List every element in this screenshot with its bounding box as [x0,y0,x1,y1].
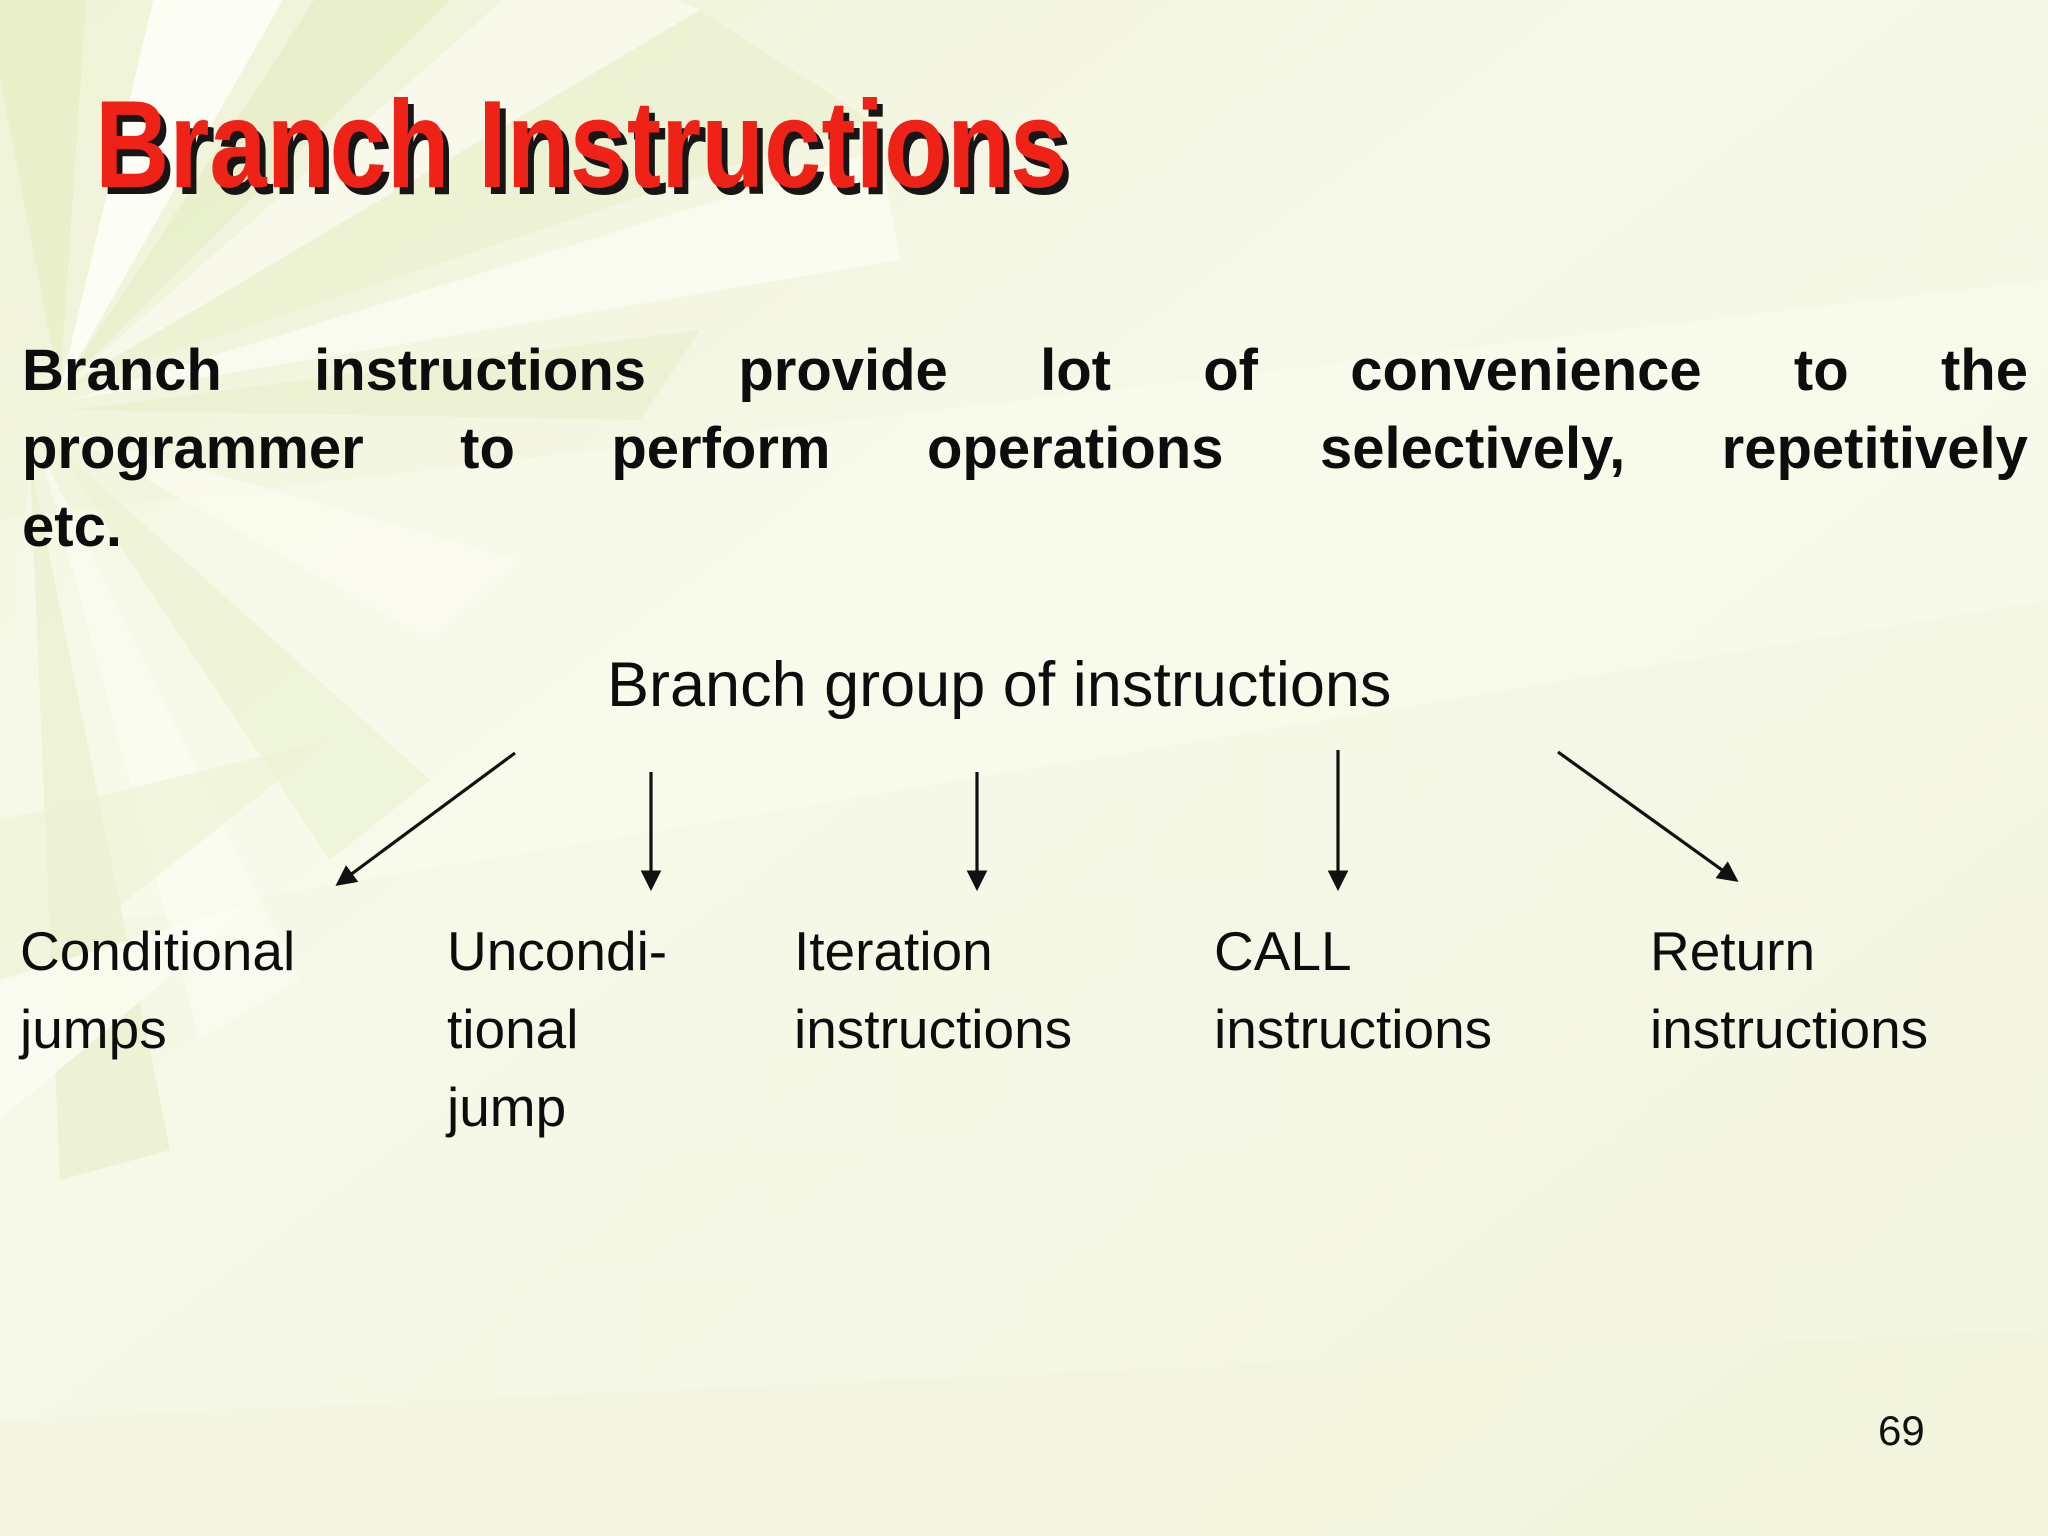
branch-label-conditional-jumps: Conditional jumps [20,912,295,1068]
branch-label-line: jumps [20,998,167,1060]
branch-label-line: instructions [794,998,1073,1060]
branch-label-iteration-instructions: Iteration instructions [794,912,1072,1068]
diagram-root-label: Branch group of instructions [607,650,1392,720]
branch-label-line: instructions [1650,998,1929,1060]
body-line-3: etc. [22,494,122,559]
branch-label-call-instructions: CALL instructions [1214,912,1492,1068]
branch-label-unconditional-jump: Uncondi- tional jump [447,912,667,1146]
branch-label-line: Uncondi- [447,920,668,982]
branch-label-line: CALL [1214,920,1352,982]
page-number: 69 [1878,1407,1925,1454]
branch-label-line: Conditional [20,920,296,982]
branch-label-line: jump [447,1076,567,1138]
branch-label-return-instructions: Return instructions [1650,912,1928,1068]
branch-label-line: tional [447,998,579,1060]
branch-label-line: Return [1650,920,1816,982]
slide-title: Branch Instructions [95,76,1068,214]
branch-label-line: instructions [1214,998,1493,1060]
branch-label-line: Iteration [794,920,993,982]
